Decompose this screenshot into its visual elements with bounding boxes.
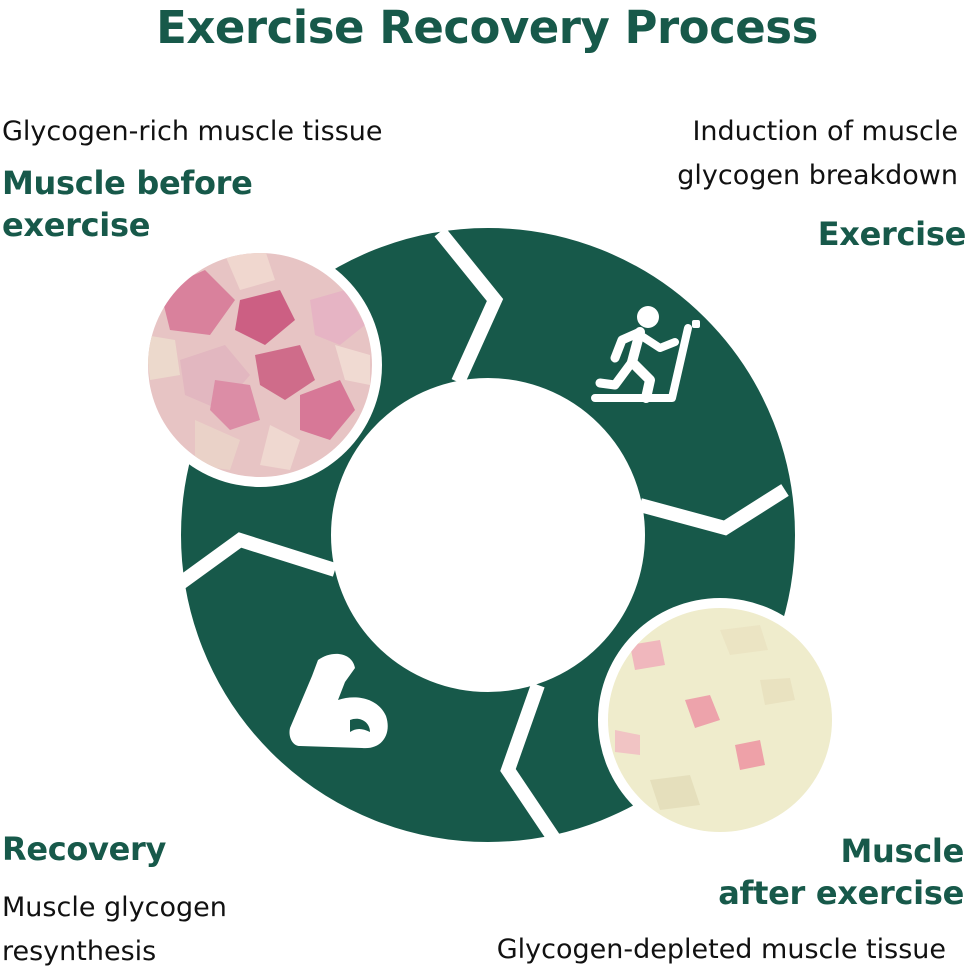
- after-label-line: Muscle: [840, 832, 964, 870]
- before-description-line: Glycogen-rich muscle tissue: [2, 116, 383, 147]
- after-description: Glycogen-depleted muscle tissue: [497, 928, 946, 972]
- exercise-label: Exercise: [817, 213, 967, 255]
- segment-separator: [500, 682, 561, 844]
- recovery-description-line: resynthesis: [2, 936, 157, 967]
- before-label-line: Muscle before: [2, 164, 253, 202]
- treadmill-runner-icon: [591, 306, 700, 403]
- after-label-line: after exercise: [718, 874, 964, 912]
- flexed-arm-icon: [289, 653, 388, 749]
- before-description: Glycogen-rich muscle tissue: [2, 110, 382, 154]
- recovery-label: Recovery: [2, 828, 166, 870]
- segment-separator: [434, 227, 504, 385]
- recovery-description: Muscle glycogen resynthesis: [2, 886, 227, 974]
- before-label: Muscle before exercise: [2, 162, 253, 246]
- segment-separator: [638, 484, 789, 536]
- segment-separator: [173, 532, 338, 591]
- recovery-label-line: Recovery: [2, 830, 167, 868]
- after-label: Muscle after exercise: [718, 830, 964, 914]
- recovery-description-line: Muscle glycogen: [2, 892, 227, 923]
- exercise-description: Induction of muscle glycogen breakdown: [677, 110, 958, 198]
- before-label-line: exercise: [2, 206, 151, 244]
- exercise-label-line: Exercise: [817, 215, 967, 253]
- muscle-after-micrograph: [598, 598, 842, 842]
- muscle-before-micrograph: [138, 243, 382, 487]
- exercise-description-line: Induction of muscle: [692, 116, 958, 147]
- after-description-line: Glycogen-depleted muscle tissue: [496, 934, 946, 965]
- page-title: Exercise Recovery Process: [156, 1, 818, 54]
- exercise-description-line: glycogen breakdown: [677, 160, 958, 191]
